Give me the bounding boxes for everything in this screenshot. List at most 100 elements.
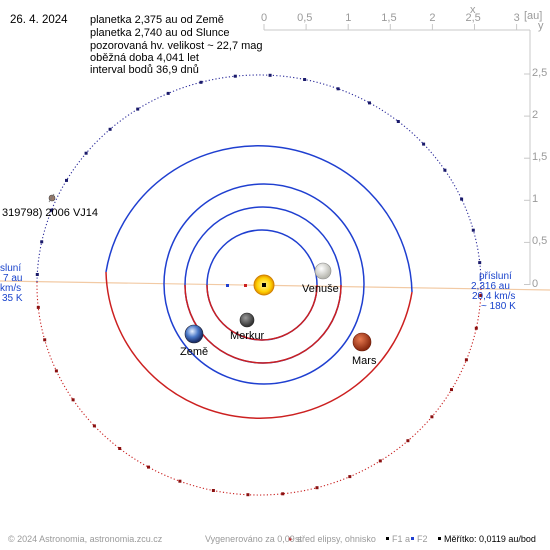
info-magnitude: pozorovaná hv. velikost ~ 22,7 mag [90,40,263,52]
orbit-point [268,73,272,77]
orbit-point [118,447,122,450]
orbit-point [71,398,75,402]
y-axis-name: y [538,20,544,32]
orbit-point [178,479,182,483]
info-period: oběžná doba 4,041 let [90,52,199,64]
orbit-point [35,273,39,276]
orbit-point [368,101,371,105]
orbit-point [211,489,215,492]
venus [314,262,332,280]
orbit-point [478,261,482,265]
orbit-point [430,415,434,419]
asteroid-orbit-points [35,73,483,497]
earth-label: Země [180,346,209,358]
footer-f2-legend: F2 [417,534,428,544]
orbit-point [65,178,68,182]
earth [184,324,204,344]
orbit-point [281,492,285,496]
perihelion-label: přísluní [479,271,512,282]
line-of-apsides [0,280,550,291]
x-scale-label: 1 [345,12,352,24]
orbit-point [43,338,47,342]
legend-f1-marker [386,537,389,540]
y-scale-label: 2,5 [532,67,548,79]
footer-f1-legend: F1 a [392,534,411,544]
orbit-point [147,465,150,469]
legend-center-dot [288,537,292,541]
sun-focus-marker [262,283,266,287]
y-scale-label: 1 [532,193,539,206]
orbit-point [246,493,250,497]
mars-orbit-lower [105,271,413,419]
x-scale-ticks [263,24,518,30]
x-scale-label: 2 [429,12,436,24]
focus-f2-marker [226,284,229,287]
orbit-point [474,326,478,330]
perihelion-temperature: ~ 180 K [481,301,516,312]
date-label: 26. 4. 2024 [10,14,68,26]
earth-orbit [163,183,365,385]
mercury-orbit-lower [206,284,318,341]
footer-center-legend: střed elipsy, ohnisko [295,534,376,544]
y-scale-label: 2 [532,109,539,122]
aphelion-label: sluní [0,263,22,274]
y-scale-label: 1,5 [532,151,548,164]
orbit-point [422,142,426,146]
aphelion-temperature: 35 K [2,293,23,304]
orbit-point [336,87,340,91]
footer-scale: Měřítko: 0,0119 au/bod [444,534,536,544]
footer-copyright: © 2024 Astronomia, astronomia.zcu.cz [8,534,163,544]
aphelion-speed: km/s [0,283,22,294]
orbit-point [92,424,96,428]
orbit-point [108,127,112,131]
legend-f2-marker [411,537,414,540]
object-name: 319798) 2006 VJ14 [2,207,99,219]
mars [352,332,372,352]
footer-generated: Vygenerováno za 0,09 s [205,534,302,544]
orbit-point [471,228,475,232]
orbit-point [460,197,464,201]
ellipse-center-marker [244,284,247,287]
orbit-point [166,91,170,95]
legend-scale-marker [438,537,441,540]
orbit-point [450,388,453,392]
y-scale-label: 0 [532,277,539,290]
orbit-point [396,120,400,123]
x-scale-label: 0,5 [297,12,313,24]
y-scale-label: 0,5 [532,235,548,248]
orbit-point [40,240,44,244]
orbit-point [378,459,382,463]
asteroid-orbit-lower [36,281,482,496]
venus-label: Venuše [302,283,339,295]
info-distance-earth: planetka 2,375 au od Země [90,14,224,26]
orbit-point [479,294,483,297]
orbit-point [233,74,237,78]
perihelion-speed: 20,4 km/s [472,291,516,302]
y-scale-ticks [524,73,530,285]
mars-label: Mars [352,355,377,367]
x-axis-name: x [470,4,476,16]
orbit-point [464,358,468,362]
venus-orbit-lower [184,284,342,364]
mercury [239,312,255,328]
scale-axes [264,29,531,285]
x-scale-label: 3 [513,12,520,24]
info-interval: interval bodů 36,9 dnů [90,64,199,76]
asteroid-orbit-upper [36,74,482,289]
mars-orbit-upper [105,145,413,293]
orbit-point [36,305,40,309]
info-distance-sun: planetka 2,740 au od Slunce [90,27,230,39]
orbit-point [50,208,54,212]
orbit-point [54,369,58,373]
scale-unit: [au] [524,10,543,22]
orbit-point [443,168,447,172]
orbit-point [199,80,203,84]
orbit-point [136,107,140,111]
orbit-point [303,78,307,81]
asteroid-pointer [48,193,55,203]
orbit-point [406,439,410,443]
mercury-label: Merkur [230,330,265,342]
x-scale-label: 1,5 [381,12,397,24]
perihelion-distance: 2,316 au [471,281,510,292]
